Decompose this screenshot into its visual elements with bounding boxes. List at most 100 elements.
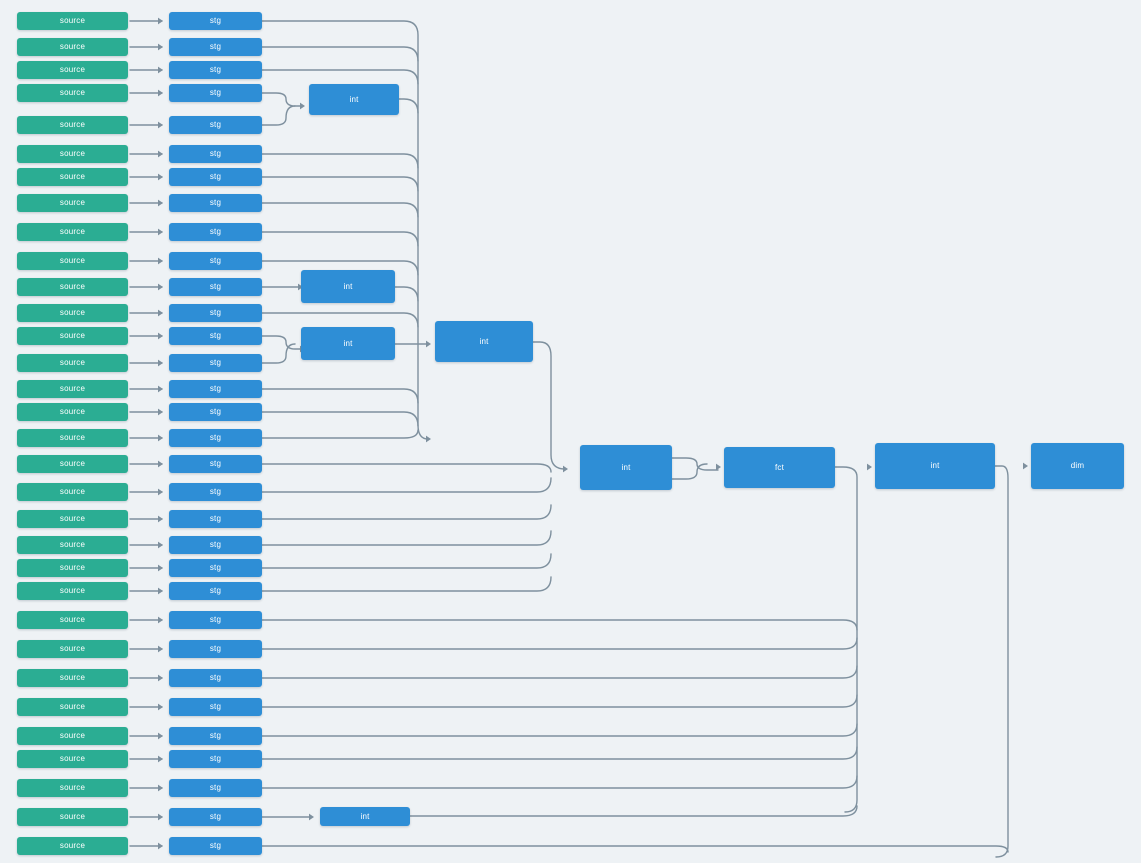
- node-stg-stg26[interactable]: stg: [169, 669, 262, 687]
- node-int-int6[interactable]: int: [875, 443, 995, 489]
- node-source-src30[interactable]: source: [17, 779, 128, 797]
- node-stg-stg3[interactable]: stg: [169, 61, 262, 79]
- node-int-int7[interactable]: int: [320, 807, 410, 826]
- node-stg-stg17[interactable]: stg: [169, 429, 262, 447]
- node-source-src12[interactable]: source: [17, 304, 128, 322]
- node-stg-stg11[interactable]: stg: [169, 278, 262, 296]
- node-int-int3[interactable]: int: [301, 327, 395, 360]
- node-stg-stg6[interactable]: stg: [169, 145, 262, 163]
- node-stg-stg1[interactable]: stg: [169, 12, 262, 30]
- edge: [261, 202, 419, 218]
- arrow-head-icon: [158, 332, 163, 340]
- node-stg-stg4[interactable]: stg: [169, 84, 262, 102]
- node-source-src22[interactable]: source: [17, 559, 128, 577]
- node-source-src16[interactable]: source: [17, 403, 128, 421]
- node-stg-stg12[interactable]: stg: [169, 304, 262, 322]
- edge: [261, 553, 552, 569]
- node-stg-stg7[interactable]: stg: [169, 168, 262, 186]
- node-stg-stg2[interactable]: stg: [169, 38, 262, 56]
- node-stg-stg18[interactable]: stg: [169, 455, 262, 473]
- node-source-src1[interactable]: source: [17, 12, 128, 30]
- node-source-src17[interactable]: source: [17, 429, 128, 447]
- node-int-int1[interactable]: int: [309, 84, 399, 115]
- arrow-head-icon: [300, 102, 305, 110]
- node-stg-stg30[interactable]: stg: [169, 779, 262, 797]
- node-source-src21[interactable]: source: [17, 536, 128, 554]
- node-stg-stg8[interactable]: stg: [169, 194, 262, 212]
- arrow-head-icon: [158, 66, 163, 74]
- node-stg-stg9[interactable]: stg: [169, 223, 262, 241]
- node-stg-stg13[interactable]: stg: [169, 327, 262, 345]
- node-int-int2[interactable]: int: [301, 270, 395, 303]
- node-source-src31[interactable]: source: [17, 808, 128, 826]
- node-source-src27[interactable]: source: [17, 698, 128, 716]
- node-stg-stg29[interactable]: stg: [169, 750, 262, 768]
- edge: [394, 286, 419, 302]
- node-dim-dim1[interactable]: dim: [1031, 443, 1124, 489]
- node-source-src28[interactable]: source: [17, 727, 128, 745]
- node-source-src10[interactable]: source: [17, 252, 128, 270]
- node-stg-stg19[interactable]: stg: [169, 483, 262, 501]
- edge: [261, 746, 858, 760]
- node-source-src26[interactable]: source: [17, 669, 128, 687]
- node-source-src6[interactable]: source: [17, 145, 128, 163]
- node-stg-stg16[interactable]: stg: [169, 403, 262, 421]
- node-stg-stg5[interactable]: stg: [169, 116, 262, 134]
- node-source-src11[interactable]: source: [17, 278, 128, 296]
- node-label: int: [343, 338, 353, 348]
- node-fct-fct1[interactable]: fct: [724, 447, 835, 488]
- node-source-src23[interactable]: source: [17, 582, 128, 600]
- node-stg-stg14[interactable]: stg: [169, 354, 262, 372]
- node-label: int: [621, 462, 631, 472]
- node-stg-stg31[interactable]: stg: [169, 808, 262, 826]
- node-label: stg: [209, 487, 222, 496]
- node-stg-stg21[interactable]: stg: [169, 536, 262, 554]
- node-label: stg: [209, 358, 222, 367]
- node-source-src3[interactable]: source: [17, 61, 128, 79]
- edge: [261, 388, 419, 404]
- node-source-src25[interactable]: source: [17, 640, 128, 658]
- node-stg-stg20[interactable]: stg: [169, 510, 262, 528]
- node-label: stg: [209, 812, 222, 821]
- node-stg-stg28[interactable]: stg: [169, 727, 262, 745]
- node-int-int5[interactable]: int: [580, 445, 672, 490]
- node-source-src29[interactable]: source: [17, 750, 128, 768]
- arrow-head-icon: [158, 488, 163, 496]
- node-source-src13[interactable]: source: [17, 327, 128, 345]
- node-stg-stg23[interactable]: stg: [169, 582, 262, 600]
- node-source-src8[interactable]: source: [17, 194, 128, 212]
- node-stg-stg27[interactable]: stg: [169, 698, 262, 716]
- edge: [994, 465, 1009, 858]
- node-source-src32[interactable]: source: [17, 837, 128, 855]
- edge: [409, 805, 858, 817]
- node-stg-stg25[interactable]: stg: [169, 640, 262, 658]
- edge: [261, 463, 552, 473]
- node-source-src18[interactable]: source: [17, 455, 128, 473]
- node-source-src9[interactable]: source: [17, 223, 128, 241]
- node-label: stg: [209, 783, 222, 792]
- arrow-head-icon: [563, 465, 568, 473]
- node-source-src24[interactable]: source: [17, 611, 128, 629]
- arrow-head-icon: [426, 435, 431, 443]
- node-source-src4[interactable]: source: [17, 84, 128, 102]
- node-label: stg: [209, 88, 222, 97]
- node-label: source: [59, 88, 86, 97]
- node-stg-stg22[interactable]: stg: [169, 559, 262, 577]
- node-source-src7[interactable]: source: [17, 168, 128, 186]
- arrow-head-icon: [158, 564, 163, 572]
- node-stg-stg15[interactable]: stg: [169, 380, 262, 398]
- node-source-src2[interactable]: source: [17, 38, 128, 56]
- node-stg-stg24[interactable]: stg: [169, 611, 262, 629]
- arrow-head-icon: [158, 385, 163, 393]
- node-source-src14[interactable]: source: [17, 354, 128, 372]
- node-source-src19[interactable]: source: [17, 483, 128, 501]
- node-label: stg: [209, 42, 222, 51]
- node-int-int4[interactable]: int: [435, 321, 533, 362]
- node-stg-stg32[interactable]: stg: [169, 837, 262, 855]
- node-source-src5[interactable]: source: [17, 116, 128, 134]
- node-stg-stg10[interactable]: stg: [169, 252, 262, 270]
- node-label: stg: [209, 702, 222, 711]
- node-source-src20[interactable]: source: [17, 510, 128, 528]
- node-source-src15[interactable]: source: [17, 380, 128, 398]
